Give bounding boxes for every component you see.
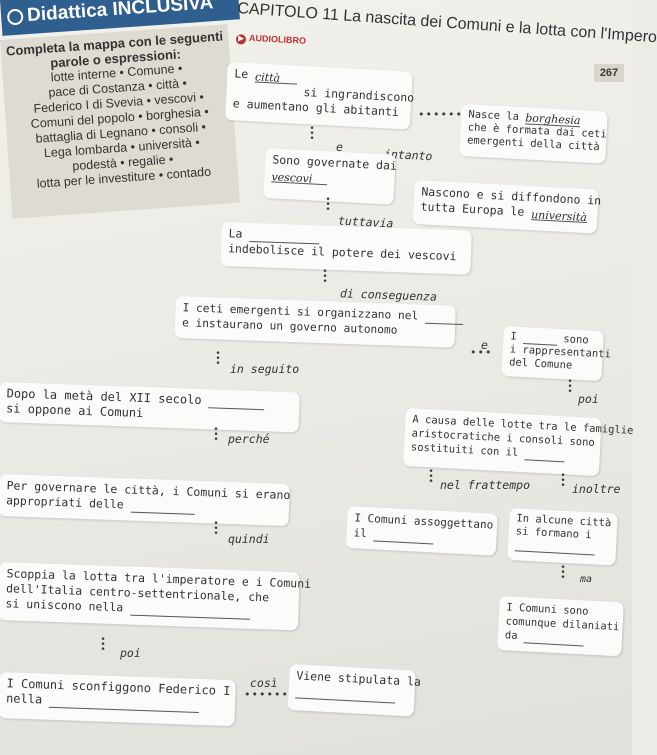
answer-blank[interactable]: [523, 630, 585, 647]
map-box-organize: I ceti emergenti si organizzano nel e in…: [174, 296, 464, 348]
connector-nelfrattempo: nel frattempo: [440, 478, 531, 492]
brand-logo-icon: [6, 8, 24, 26]
connector-dots: •••: [560, 471, 566, 491]
map-box-popolo: In alcune città si formano i: [507, 508, 618, 566]
connector-conseguenza: di conseguenza: [339, 286, 438, 304]
connector-dots: ••••••: [244, 688, 289, 701]
connector-dots: •••: [567, 377, 573, 397]
map-box-consuls: I sono i rappresentanti del Comune: [501, 326, 611, 382]
box-text: nella: [5, 691, 43, 707]
map-box-emperor: Dopo la metà del XII secolo si oppone ai…: [0, 382, 300, 433]
audiobook-link[interactable]: ▶AUDIOLIBRO: [235, 32, 307, 48]
answer-blank[interactable]: [524, 447, 565, 463]
filled-answer[interactable]: vescovi: [271, 169, 328, 185]
connector-dots: •••: [325, 195, 331, 215]
connector-poi: poi: [120, 646, 141, 660]
map-box-contado: I Comuni assoggettano il: [345, 506, 498, 556]
map-box-struggle: La indebolisce il potere dei vescovi: [220, 222, 472, 275]
box-text: Le: [234, 66, 249, 82]
answer-blank[interactable]: [208, 395, 265, 411]
connector-poi: poi: [578, 392, 599, 406]
answer-blank[interactable]: [129, 602, 251, 620]
answer-blank[interactable]: [295, 685, 396, 704]
connector-e: e: [481, 338, 488, 352]
map-box-cities: Le città si ingrandiscono e aumentano gl…: [224, 62, 415, 130]
map-box-borghesia: Nasce la borghesia che è formata dai cet…: [459, 104, 608, 164]
map-box-costanza: Viene stipulata la: [287, 664, 421, 717]
connector-dots: •••: [322, 267, 328, 287]
map-box-universities: Nascono e si diffondono in tutta Europa …: [412, 180, 602, 234]
box-text: La: [228, 226, 243, 241]
connector-cosi: così: [250, 676, 278, 690]
box-text: appropriati delle: [5, 493, 124, 512]
connector-dots: •••: [560, 563, 566, 583]
map-box-regalie: Per governare le città, i Comuni si eran…: [0, 474, 291, 527]
connector-dots: •••: [309, 124, 315, 144]
page-number: 267: [594, 64, 624, 82]
box-text: sono: [563, 333, 589, 347]
map-box-podesta: A causa delle lotte tra le famiglie aris…: [402, 408, 634, 477]
connector-dots: ••••••: [418, 108, 463, 121]
answer-blank[interactable]: [373, 528, 434, 545]
connector-inseguito: in seguito: [230, 362, 300, 376]
map-box-legnano: I Comuni sconfiggono Federico I nella: [0, 672, 236, 727]
connector-dots: •••: [100, 635, 106, 655]
answer-blank[interactable]: [49, 694, 200, 713]
connector-dots: •••: [213, 425, 219, 445]
box-text: il: [353, 526, 368, 541]
word-bank: Completa la mappa con le seguenti parole…: [0, 24, 240, 219]
map-box-lotte: I Comuni sono comunque dilaniati da: [497, 596, 624, 657]
box-text: da: [504, 629, 518, 642]
connector-e: e: [336, 140, 343, 154]
answer-blank[interactable]: [424, 310, 464, 326]
brand-title: Didattica INCLUSIVA: [26, 0, 214, 27]
box-text: I: [510, 330, 518, 343]
filled-answer[interactable]: università: [530, 207, 588, 225]
connector-dots: •••: [470, 346, 493, 359]
connector-dots: •••: [428, 467, 434, 487]
connector-quindi: quindi: [228, 532, 270, 546]
connector-ma: ma: [580, 574, 593, 585]
filled-answer[interactable]: città: [255, 69, 298, 85]
audiobook-label: AUDIOLIBRO: [248, 32, 307, 46]
connector-dots: •••: [215, 349, 221, 369]
answer-blank[interactable]: [514, 538, 596, 556]
connector-dots: •••: [213, 519, 219, 539]
map-box-lega: Scoppia la lotta tra l'imperatore e i Co…: [0, 562, 311, 631]
box-text: si uniscono nella: [5, 596, 124, 615]
connector-inoltre: inoltre: [572, 482, 621, 496]
answer-blank[interactable]: [130, 499, 195, 515]
play-icon: ▶: [235, 34, 247, 45]
connector-perche: perché: [228, 432, 270, 446]
